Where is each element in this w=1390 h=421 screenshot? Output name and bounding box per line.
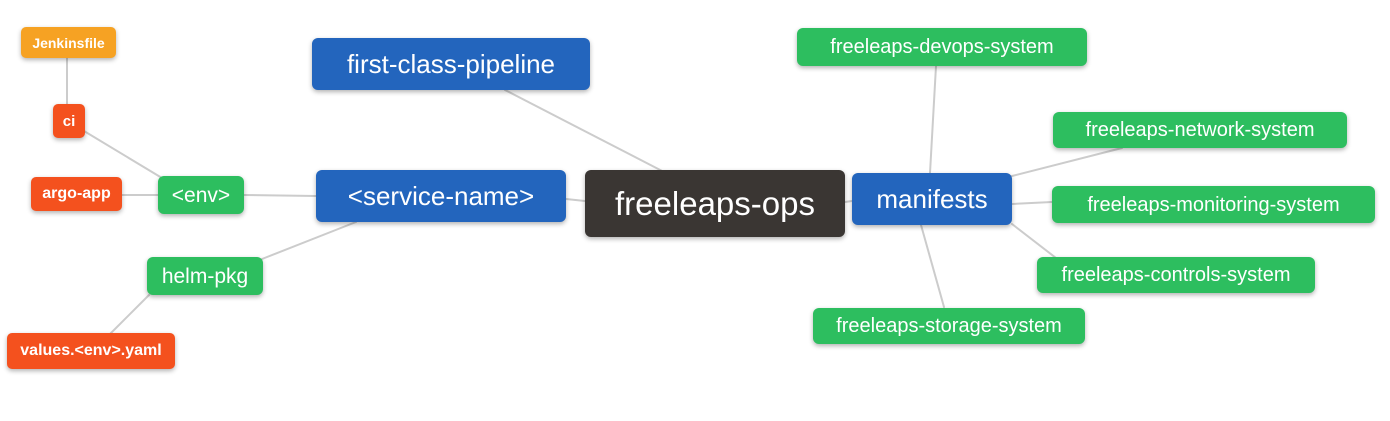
- node-freeleaps-storage-system[interactable]: freeleaps-storage-system: [813, 308, 1085, 344]
- node-argo-app[interactable]: argo-app: [31, 177, 122, 211]
- link-env-service-name: [243, 194, 317, 197]
- node-service-name[interactable]: <service-name>: [316, 170, 566, 222]
- node-manifests[interactable]: manifests: [852, 173, 1012, 225]
- node-freeleaps-monitoring-system[interactable]: freeleaps-monitoring-system: [1052, 186, 1375, 223]
- node-freeleaps-controls-system[interactable]: freeleaps-controls-system: [1037, 257, 1315, 293]
- node-first-class-pipeline[interactable]: first-class-pipeline: [312, 38, 590, 90]
- link-manifests-storage: [920, 224, 945, 308]
- node-freeleaps-devops-system[interactable]: freeleaps-devops-system: [797, 28, 1087, 66]
- link-helm-pkg-values: [109, 294, 150, 335]
- link-ci-env: [83, 130, 163, 179]
- node-helm-pkg[interactable]: helm-pkg: [147, 257, 263, 295]
- link-service-name-helm-pkg: [261, 221, 357, 260]
- node-freeleaps-network-system[interactable]: freeleaps-network-system: [1053, 112, 1347, 148]
- link-root-manifests: [844, 200, 853, 203]
- link-manifests-monitoring: [1011, 201, 1053, 205]
- link-service-name-root: [565, 198, 586, 202]
- node-values-env-yaml[interactable]: values.<env>.yaml: [7, 333, 175, 369]
- node-env[interactable]: <env>: [158, 176, 244, 214]
- node-jenkinsfile[interactable]: Jenkinsfile: [21, 27, 116, 58]
- link-manifests-devops: [929, 65, 937, 174]
- node-ci[interactable]: ci: [53, 104, 85, 138]
- link-pipeline-root: [504, 89, 667, 174]
- link-manifests-controls: [1011, 223, 1057, 259]
- link-manifests-network: [1011, 147, 1123, 177]
- node-freeleaps-ops-root[interactable]: freeleaps-ops: [585, 170, 845, 237]
